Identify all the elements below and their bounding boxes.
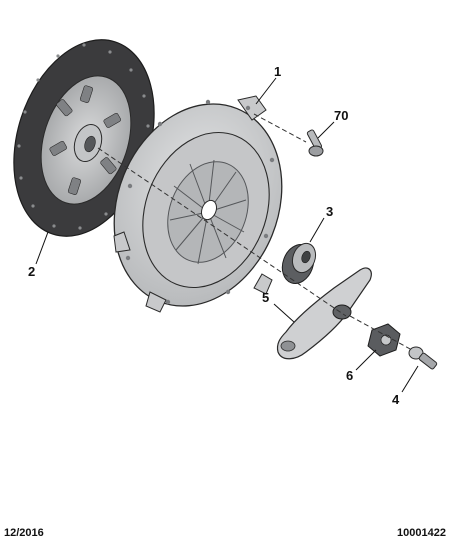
- pressure-plate-centre-bore: [201, 199, 217, 221]
- clutch-disc: [13, 39, 155, 237]
- clutch-disc-hub-bore: [84, 135, 96, 153]
- bolt: [306, 129, 324, 157]
- callout-labels: 1 70 2 3 5 6 4: [28, 64, 400, 407]
- leader-4: [401, 365, 419, 393]
- pivot-stud-shank: [418, 352, 438, 370]
- leader-2: [35, 231, 49, 265]
- release-fork-pivot-socket: [332, 304, 352, 320]
- clutch-disc-damper-windows: [49, 85, 121, 195]
- callout-4: 4: [392, 392, 400, 407]
- callout-1: 1: [274, 64, 281, 79]
- callout-2: 2: [28, 264, 35, 279]
- callout-6: 6: [346, 368, 353, 383]
- release-fork-eye: [280, 340, 296, 352]
- bolt-head: [308, 145, 324, 157]
- callout-5: 5: [262, 290, 269, 305]
- pivot-stud: [408, 346, 438, 370]
- callout-70: 70: [334, 108, 348, 123]
- pressure-plate-mounting-lugs: [113, 95, 273, 313]
- retaining-clip-hole: [380, 334, 392, 346]
- leader-3: [309, 217, 325, 243]
- leader-1: [255, 77, 277, 105]
- release-fork-arm: [276, 267, 372, 360]
- pressure-plate: [113, 95, 283, 313]
- stud-axis-line: [349, 315, 413, 351]
- main-axis-line: [97, 147, 347, 317]
- release-bearing-bore: [301, 250, 311, 264]
- callout-3: 3: [326, 204, 333, 219]
- bolt-axis-line: [253, 113, 307, 143]
- leader-lines: [35, 77, 419, 393]
- pressure-plate-rivets: [125, 99, 275, 305]
- release-bearing: [281, 242, 317, 284]
- release-fork: [276, 267, 372, 360]
- footer-reference-number: 10001422: [397, 527, 446, 539]
- leader-70: [317, 121, 335, 139]
- footer-date: 12/2016: [4, 527, 44, 539]
- assembly-axis-lines: [97, 113, 413, 351]
- leader-5: [273, 303, 295, 323]
- leader-6: [355, 349, 377, 371]
